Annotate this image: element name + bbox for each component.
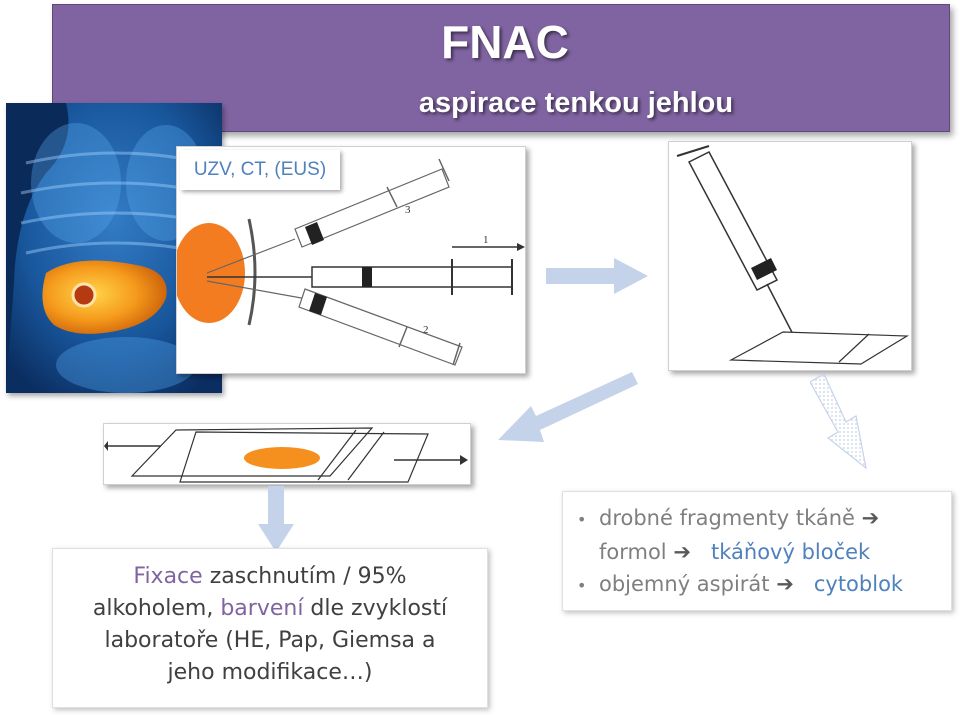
needle-approach-diagram: 3 1 2 (173, 158, 525, 366)
syringe-label-1: 1 (483, 234, 489, 246)
syringe-1 (207, 243, 525, 295)
bullet-icon: • (577, 510, 587, 529)
glass-slide (728, 331, 910, 365)
arrow-right-icon: ➔ (673, 540, 691, 564)
fixation-term: Fixace (133, 564, 203, 589)
fixation-line-4: jeho modifikace…) (167, 660, 373, 685)
processing-results-box: •drobné fragmenty tkáně ➔ formol ➔ tkáňo… (562, 491, 952, 611)
page-title: FNAC (441, 16, 569, 68)
liver-organ (42, 260, 167, 334)
fixation-line-3: laboratoře (HE, Pap, Giemsa a (104, 628, 436, 653)
syringe-on-slide-diagram (676, 145, 910, 365)
syringe-2 (206, 280, 463, 366)
lower-slide (179, 431, 429, 483)
tumor-lesion (71, 282, 97, 308)
arrow-right-icon: ➔ (861, 506, 880, 530)
syringe-label-3: 3 (405, 204, 411, 216)
flow-arrow-down-left-icon (498, 372, 638, 442)
staining-term: barvení (220, 596, 304, 621)
result-item-aspirate: •objemný aspirát ➔ cytoblok (577, 568, 951, 602)
fixation-staining-box: Fixace zaschnutím / 95% alkoholem, barve… (52, 548, 488, 708)
target-lesion (173, 223, 245, 323)
bullet-icon: • (577, 576, 587, 595)
smear-spot (244, 447, 320, 469)
flow-arrow-right-icon (546, 258, 648, 294)
arrow-right-icon: ➔ (776, 572, 794, 596)
smeared-slide-panel (103, 423, 471, 485)
result-item-fragments: •drobné fragmenty tkáně ➔ (577, 502, 951, 536)
fixation-line-2: alkoholem, barvení dle zvyklostí (92, 596, 448, 621)
syringe-3 (206, 158, 450, 274)
smear-preparation-panel (668, 141, 912, 371)
smeared-slide-diagram (104, 427, 468, 483)
flow-arrow-down-right-icon (810, 374, 867, 470)
page-subtitle: aspirace tenkou jehlou (418, 87, 734, 119)
fixation-line-1: Fixace zaschnutím / 95% (133, 564, 407, 589)
imaging-modality-label: UZV, CT, (EUS) (180, 150, 340, 190)
flow-arrow-down-icon (258, 486, 294, 552)
syringe-label-2: 2 (423, 324, 429, 336)
vertical-syringe (676, 145, 805, 350)
result-item-formol: formol ➔ tkáňový bloček (599, 540, 871, 564)
cytoblock-term: cytoblok (813, 572, 904, 596)
tissue-block-term: tkáňový bloček (710, 540, 871, 564)
